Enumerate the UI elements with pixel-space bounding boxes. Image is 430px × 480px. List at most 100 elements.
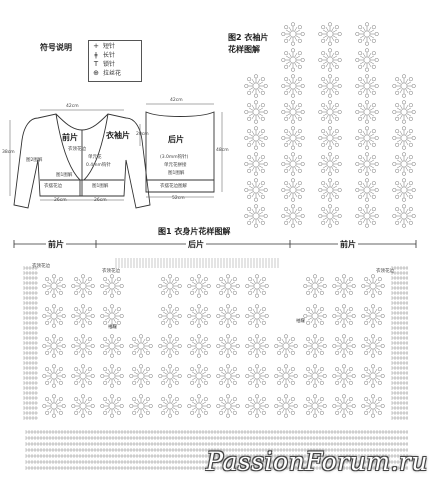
stitch-row [23,411,38,415]
flower-motif [361,334,385,358]
symbol-legend: + 短针 ǂ 长针 T 锁针 ⊕ 拉丝花 [88,40,142,82]
stitch-row [391,356,408,360]
stitch-row [391,271,408,275]
flower-motif [392,152,416,176]
dim-back-bottom: 52cm [172,196,185,201]
flower-motif [361,274,385,298]
flower-motif [332,364,356,388]
flower-motif [392,178,416,202]
flower-motif [281,22,305,46]
flower-motif [332,394,356,418]
stitch-row [23,296,38,300]
figure1-title: 图1 衣身片花样图解 [158,227,231,236]
dim-side-height: 38cm [2,150,15,155]
stitch-row [23,366,38,370]
flower-motif [274,334,298,358]
flower-motif [318,152,342,176]
flower-motif [303,364,327,388]
legend-title: 符号说明 [40,43,72,52]
stitch-row [23,371,38,375]
flower-motif [332,334,356,358]
stitch-row [23,361,38,365]
stitch-row [23,306,38,310]
front-piece-outline [13,113,151,209]
flower-motif [42,274,66,298]
stitch-row [25,436,408,440]
stitch-row [391,401,408,405]
stitch-row [23,351,38,355]
back-piece-outline [145,111,215,193]
stitch-row [23,376,38,380]
stitch-row [25,460,408,464]
flower-motif [355,152,379,176]
flower-motif [303,304,327,328]
flower-motif [392,126,416,150]
back-piece-label: 后片 [168,135,184,144]
dim-bottom-left: 26cm [54,198,67,203]
stitch-row [23,316,38,320]
stitch-row [391,371,408,375]
flower-motif [355,126,379,150]
flower-motif [355,204,379,228]
flower-motif [274,394,298,418]
flower-motif [216,334,240,358]
collar-note-left: 衣领花边 [32,264,50,269]
legend-row: T 锁针 [89,59,141,69]
flower-motif [216,394,240,418]
flower-motif [158,274,182,298]
flower-motif [355,22,379,46]
flower-motif [71,364,95,388]
flower-motif [281,204,305,228]
flower-motif [71,334,95,358]
flower-motif [355,100,379,124]
stitch-row [23,281,38,285]
flower-motif [187,304,211,328]
flower-motif [281,178,305,202]
stitch-row [23,416,38,420]
legend-label: 短针 [103,43,116,50]
flower-motif [318,48,342,72]
legend-label: 锁针 [103,61,116,68]
flower-motif [318,126,342,150]
stitch-row [25,466,408,470]
stitch-row [25,442,408,446]
section-front-right: 前片 [338,239,358,250]
stitch-row [391,391,408,395]
stitch-row [391,311,408,315]
flower-motif [187,394,211,418]
stitch-row [23,396,38,400]
flower-motif [361,304,385,328]
flower-motif [245,394,269,418]
stitch-row [391,276,408,280]
back-needle-note: (3.0mm钩针) [160,155,189,160]
flower-motif [42,304,66,328]
flower-motif [187,334,211,358]
stitch-row [391,396,408,400]
flower-motif [100,394,124,418]
front-piece-label: 前片 [62,133,78,142]
stitch-row [23,381,38,385]
flower-motif [355,48,379,72]
front-detail-note: 图1图解 [92,184,109,189]
back-trim-note: 衣摆花边图解 [160,184,187,189]
stitch-row [391,266,408,270]
stitch-row [23,336,38,340]
stitch-row [23,386,38,390]
section-front-left: 前片 [46,239,66,250]
flower-motif [100,364,124,388]
armhole-note-right: 袖窿 [296,319,305,324]
stitch-row [25,448,408,452]
stitch-row [391,336,408,340]
watermark-logo: PassionForum.ru [206,447,428,476]
front-motif-note: 单元花 [88,155,102,160]
stitch-row [391,326,408,330]
flower-motif [158,304,182,328]
stitch-row [23,401,38,405]
stitch-row [23,266,38,270]
section-back: 后片 [186,239,206,250]
garment-schematic [9,103,223,209]
back-motif-note: 单元花拼接 [164,163,187,168]
flower-motif [71,394,95,418]
flower-motif [318,22,342,46]
flower-motif [332,274,356,298]
